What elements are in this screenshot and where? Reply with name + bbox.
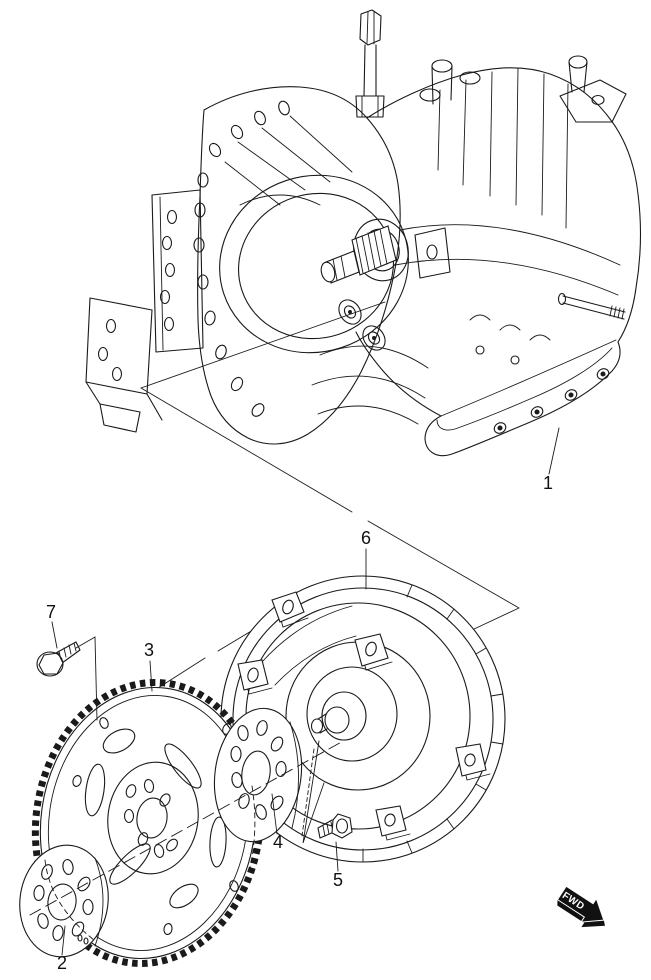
case-stud <box>557 292 626 320</box>
callout-4: 4 <box>273 832 283 852</box>
spacer-alignment-lines <box>301 740 325 844</box>
callout-2: 2 <box>57 953 67 973</box>
converter-bolt <box>317 813 353 839</box>
transmission-assembly <box>85 9 642 457</box>
converter-lug <box>455 743 491 781</box>
center-axis-line <box>29 739 346 916</box>
drive-plate-bolt <box>36 641 81 677</box>
fwd-direction-arrow: FWD <box>556 885 605 928</box>
callout-1: 1 <box>543 473 553 493</box>
oil-pan <box>355 331 621 457</box>
converter-lug <box>354 633 393 671</box>
callout-5: 5 <box>333 870 343 890</box>
converter-lug <box>271 591 309 628</box>
callout-leader-lines <box>51 427 560 956</box>
backing-plate <box>19 844 109 958</box>
spacer-plate <box>213 707 303 873</box>
callout-6: 6 <box>361 528 371 548</box>
converter-lug <box>375 805 411 841</box>
input-shaft-spline <box>320 218 409 284</box>
callout-3: 3 <box>144 640 154 660</box>
callout-7: 7 <box>46 602 56 622</box>
converter-lug <box>237 659 273 695</box>
